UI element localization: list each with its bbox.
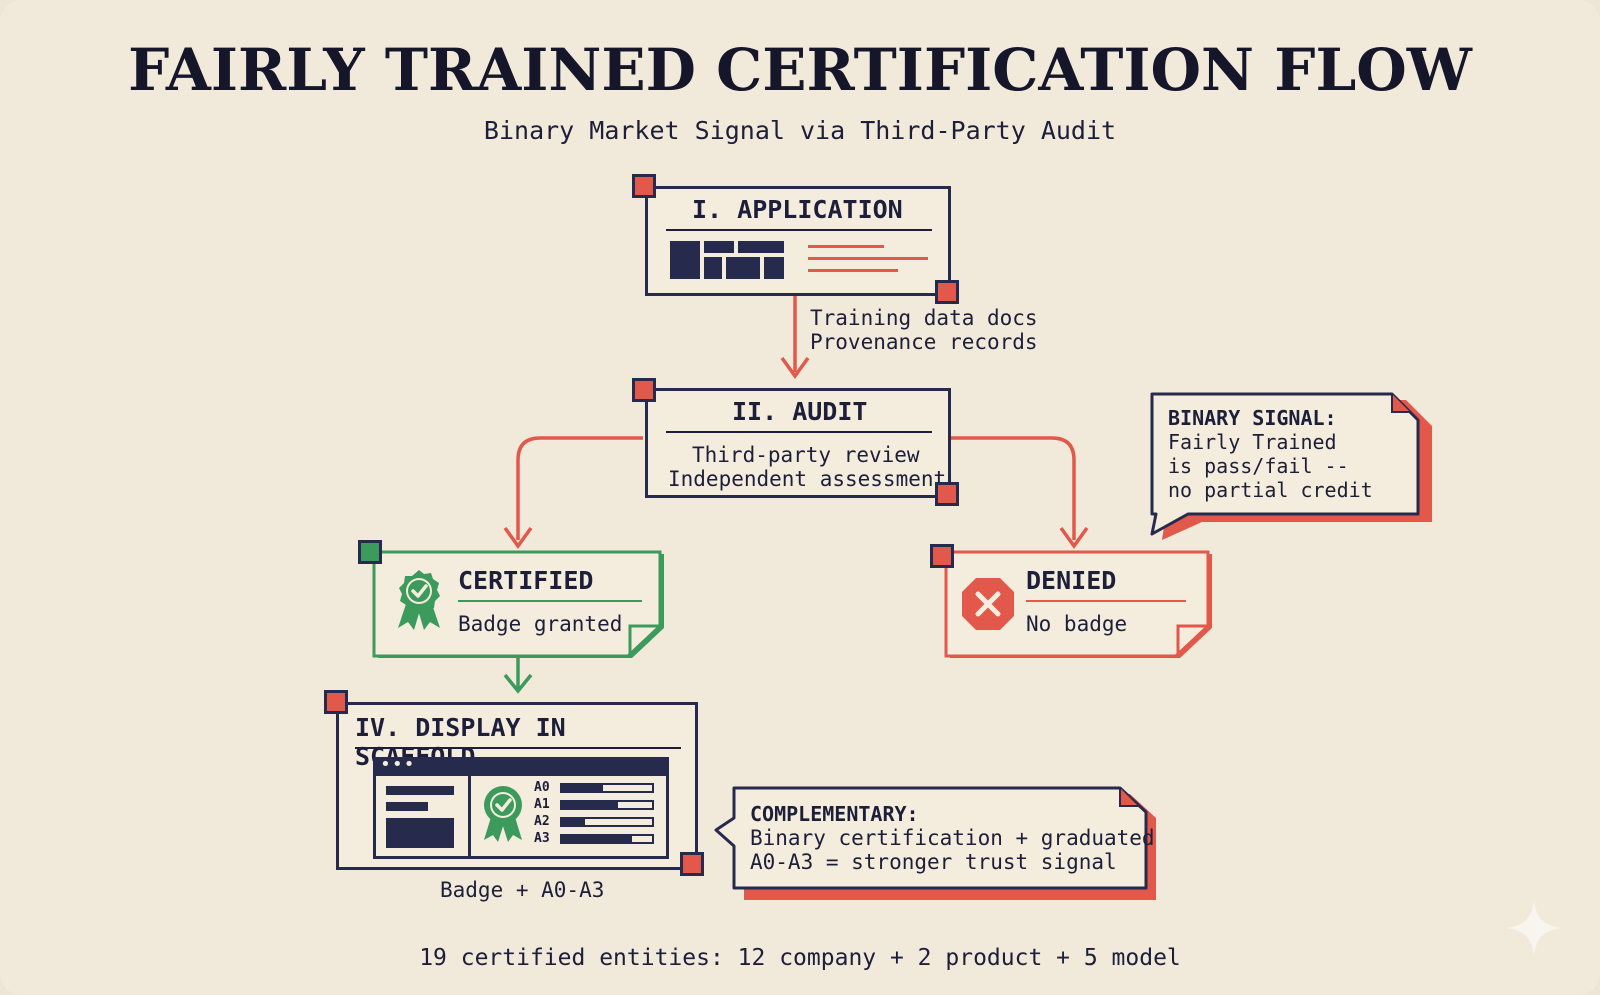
- complementary-line-2: A0-A3 = stronger trust signal: [750, 850, 1117, 874]
- trust-level-bar: [560, 783, 654, 793]
- trust-level-bar: [560, 834, 654, 844]
- application-corner-marker-tl: [632, 174, 656, 198]
- window-dots-icon: •••: [380, 754, 416, 775]
- denied-subtitle: No badge: [1026, 612, 1128, 636]
- scaffold-nav-line-1: [386, 786, 454, 795]
- display-rule: [355, 747, 681, 749]
- display-corner-marker-br: [680, 852, 704, 876]
- denied-corner-marker: [930, 544, 954, 568]
- audit-corner-marker-tl: [632, 378, 656, 402]
- denied-x-icon: [962, 578, 1014, 630]
- trust-level-row: A3: [534, 831, 662, 847]
- scaffold-badge-icon: [484, 786, 522, 842]
- application-box: I. APPLICATION: [645, 186, 951, 296]
- sparkle-icon: [1506, 900, 1562, 956]
- scaffold-titlebar: •••: [376, 754, 666, 776]
- audit-box: II. AUDIT Third-party review Independent…: [645, 388, 951, 498]
- audit-line-1: Third-party review: [692, 443, 920, 467]
- trust-level-row: A0: [534, 780, 662, 796]
- application-corner-marker-br: [935, 280, 959, 304]
- binary-signal-line-1: Fairly Trained: [1168, 430, 1337, 454]
- denied-title: DENIED: [1026, 566, 1117, 595]
- trust-level-fill: [562, 785, 603, 791]
- certified-corner-marker: [358, 540, 382, 564]
- trust-level-label: A0: [534, 780, 550, 795]
- complementary-line-1: Binary certification + graduated: [750, 826, 1155, 850]
- trust-level-label: A2: [534, 814, 550, 829]
- trust-level-bar: [560, 800, 654, 810]
- audit-title: II. AUDIT: [732, 397, 868, 426]
- trust-level-fill: [562, 819, 585, 825]
- certified-box-frame: [372, 550, 664, 658]
- arrow-audit-certified: [516, 436, 643, 540]
- audit-line-2: Independent assessment: [668, 467, 947, 491]
- scaffold-divider: [468, 776, 471, 856]
- trust-level-fill: [562, 802, 618, 808]
- certified-badge-icon: [398, 570, 440, 630]
- certified-rule: [458, 600, 642, 602]
- page-title: FAIRLY TRAINED CERTIFICATION FLOW: [128, 36, 1472, 104]
- audit-corner-marker-br: [935, 482, 959, 506]
- audit-rule: [666, 431, 932, 433]
- scaffold-nav-line-2: [386, 802, 428, 811]
- arrow-audit-denied: [950, 436, 1076, 540]
- trust-level-row: A2: [534, 814, 662, 830]
- binary-signal-heading: BINARY SIGNAL:: [1168, 406, 1337, 430]
- trust-level-fill: [562, 836, 633, 842]
- denied-rule: [1026, 600, 1186, 602]
- footer-stats: 19 certified entities: 12 company + 2 pr…: [419, 945, 1181, 971]
- edge-label-provenance: Provenance records: [810, 330, 1038, 354]
- application-title: I. APPLICATION: [692, 195, 903, 224]
- certified-subtitle: Badge granted: [458, 612, 623, 636]
- binary-signal-callout-frame: [1150, 392, 1432, 540]
- form-document-icon: [670, 241, 928, 279]
- trust-level-label: A3: [534, 831, 550, 846]
- certified-title: CERTIFIED: [458, 566, 594, 595]
- binary-signal-line-2: is pass/fail --: [1168, 454, 1349, 478]
- display-caption: Badge + A0-A3: [440, 878, 605, 902]
- page-subtitle: Binary Market Signal via Third-Party Aud…: [483, 116, 1117, 145]
- edge-label-training-docs: Training data docs: [810, 306, 1038, 330]
- trust-level-label: A1: [534, 797, 550, 812]
- trust-level-bar: [560, 817, 654, 827]
- complementary-callout-frame: [714, 786, 1156, 900]
- trust-level-row: A1: [534, 797, 662, 813]
- application-rule: [666, 229, 932, 231]
- binary-signal-line-3: no partial credit: [1168, 478, 1373, 502]
- display-corner-marker-tl: [324, 690, 348, 714]
- scaffold-nav-block: [386, 818, 454, 848]
- denied-box-frame: [944, 550, 1212, 658]
- complementary-heading: COMPLEMENTARY:: [750, 802, 919, 826]
